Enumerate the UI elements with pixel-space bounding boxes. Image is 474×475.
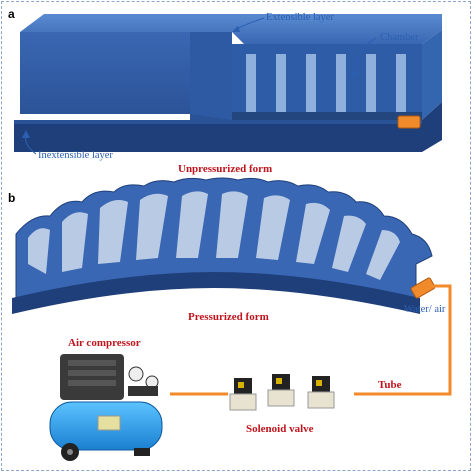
chamber-slot (306, 54, 316, 112)
valve-body (267, 389, 295, 407)
solenoid-valve (307, 376, 335, 409)
inextensible-layer-label: Inextensible layer (38, 150, 113, 161)
chamber-slot (276, 54, 286, 112)
chamber (136, 193, 168, 260)
compressor-fins (68, 360, 116, 366)
actuator-left-side (190, 32, 232, 120)
chamber (296, 202, 330, 264)
pressurized-caption: Pressurized form (188, 311, 269, 323)
extensible-layer-label: Extensible layer (266, 12, 334, 23)
chamber-slots (246, 54, 406, 112)
inextensible-arrowhead (22, 130, 30, 138)
chamber-section (232, 44, 422, 120)
compressor-foot (134, 448, 150, 456)
chamber (176, 191, 208, 258)
wheel-hub (67, 449, 73, 455)
inextensible-layer (14, 102, 442, 152)
tube-line (354, 284, 452, 396)
water-air-label: Water/ air (404, 304, 446, 315)
chamber-slot (396, 54, 406, 112)
panel-b-letter: b (8, 191, 15, 205)
pressurized-inlet (410, 277, 436, 299)
chamber (216, 191, 248, 258)
inlet-tube (397, 115, 421, 129)
chamber (366, 230, 400, 280)
chamber-arrowhead (350, 72, 358, 80)
solenoid-valves (229, 374, 335, 411)
chamber (98, 200, 128, 264)
valve-connector (276, 378, 282, 384)
actuator-top-face (20, 14, 442, 44)
valve-connector (238, 382, 244, 388)
actuator-right-cap (422, 30, 442, 120)
pressurized-actuator (12, 177, 436, 314)
chamber-base (232, 112, 422, 122)
unpressurized-actuator (14, 14, 442, 152)
panel-a-letter: a (8, 7, 15, 21)
air-compressor (49, 354, 163, 461)
solenoid-valve (229, 378, 257, 411)
valve-body (307, 391, 335, 409)
pressure-gauge (128, 366, 144, 382)
chamber-slot (336, 54, 346, 112)
chamber-slot (366, 54, 376, 112)
chamber-slot (246, 54, 256, 112)
chamber-arrow (353, 37, 377, 77)
compressor-fins (68, 370, 116, 376)
chamber (256, 195, 290, 260)
extensible-arrowhead (232, 26, 240, 32)
chamber (28, 228, 50, 274)
valve-body (229, 393, 257, 411)
solenoid-valve-label: Solenoid valve (246, 423, 314, 435)
inextensible-top-edge (14, 120, 422, 124)
unpressurized-caption: Unpressurized form (178, 163, 272, 175)
tank-label-plate (97, 415, 121, 431)
chamber (62, 212, 88, 272)
chamber (332, 215, 366, 272)
actuator-left-front (20, 32, 232, 120)
air-compressor-label: Air compressor (68, 337, 141, 349)
solenoid-valve (267, 374, 295, 407)
chamber-label: Chamber (380, 32, 419, 43)
valve-connector (316, 380, 322, 386)
compressor-fins (68, 380, 116, 386)
pressurized-chambers (28, 191, 400, 280)
pressurized-inextensible-layer (12, 272, 420, 314)
regulator (128, 386, 158, 396)
tube-label: Tube (378, 379, 402, 391)
